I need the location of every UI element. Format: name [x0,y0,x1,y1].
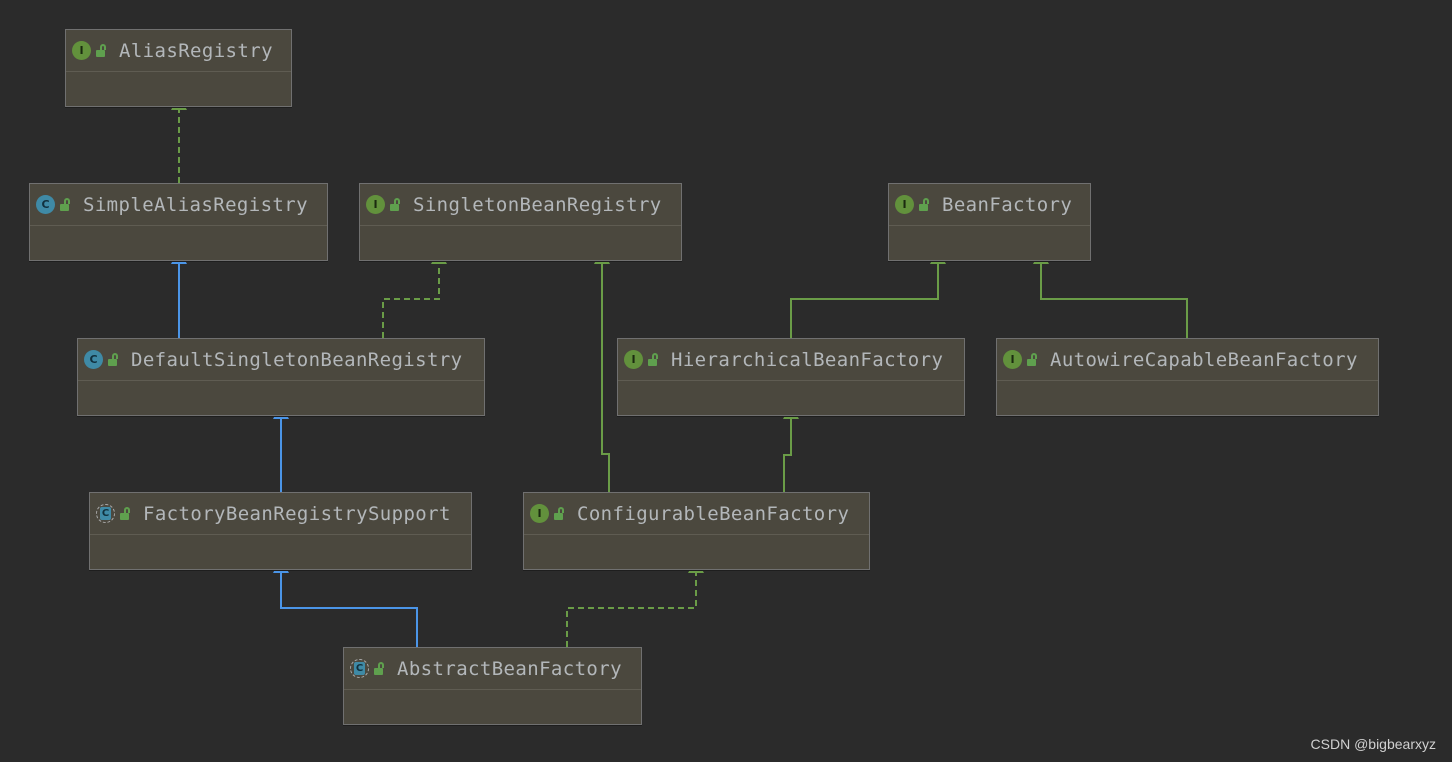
node-label: ConfigurableBeanFactory [577,502,850,525]
node-label: HierarchicalBeanFactory [671,348,944,371]
node-header: C FactoryBeanRegistrySupport [90,493,471,535]
node-header: C SimpleAliasRegistry [30,184,327,226]
public-access-icon [108,352,120,367]
interface-icon: I [1003,350,1022,369]
interface-icon: I [366,195,385,214]
node-label: SingletonBeanRegistry [413,193,662,216]
node-label: AliasRegistry [119,39,273,62]
edge-configurable-bean-factory-to-singleton-bean-registry [594,249,610,492]
node-autowire-capable-bean-factory[interactable]: I AutowireCapableBeanFactory [996,338,1379,416]
watermark: CSDN @bigbearxyz [1310,736,1436,752]
class-icon: C [36,195,55,214]
node-label: AbstractBeanFactory [397,657,622,680]
public-access-icon [120,506,132,521]
node-header: I AutowireCapableBeanFactory [997,339,1378,381]
node-configurable-bean-factory[interactable]: I ConfigurableBeanFactory [523,492,870,570]
edge-autowire-capable-bean-factory-to-bean-factory [1033,249,1188,338]
class-icon: C [84,350,103,369]
node-header: I BeanFactory [889,184,1090,226]
node-label: AutowireCapableBeanFactory [1050,348,1358,371]
node-header: I ConfigurableBeanFactory [524,493,869,535]
node-label: BeanFactory [942,193,1073,216]
node-label: DefaultSingletonBeanRegistry [131,348,463,371]
node-factory-bean-registry-support[interactable]: C FactoryBeanRegistrySupport [89,492,472,570]
node-hierarchical-bean-factory[interactable]: I HierarchicalBeanFactory [617,338,965,416]
node-bean-factory[interactable]: I BeanFactory [888,183,1091,261]
public-access-icon [374,661,386,676]
node-abstract-bean-factory[interactable]: C AbstractBeanFactory [343,647,642,725]
node-simple-alias-registry[interactable]: C SimpleAliasRegistry [29,183,328,261]
public-access-icon [96,43,108,58]
public-access-icon [919,197,931,212]
node-header: I SingletonBeanRegistry [360,184,681,226]
node-header: C AbstractBeanFactory [344,648,641,690]
public-access-icon [60,197,72,212]
node-label: FactoryBeanRegistrySupport [143,502,451,525]
abstract-class-glyph: C [354,662,365,675]
node-singleton-bean-registry[interactable]: I SingletonBeanRegistry [359,183,682,261]
abstract-class-glyph: C [100,507,111,520]
abstract-class-icon: C [350,659,369,678]
node-header: C DefaultSingletonBeanRegistry [78,339,484,381]
edge-configurable-bean-factory-to-hierarchical-bean-factory [783,404,799,492]
public-access-icon [554,506,566,521]
interface-icon: I [530,504,549,523]
edge-abstract-bean-factory-to-configurable-bean-factory [566,558,704,647]
edge-hierarchical-bean-factory-to-bean-factory [790,249,946,338]
public-access-icon [390,197,402,212]
node-header: I AliasRegistry [66,30,291,72]
interface-icon: I [72,41,91,60]
interface-icon: I [624,350,643,369]
public-access-icon [648,352,660,367]
interface-icon: I [895,195,914,214]
node-alias-registry[interactable]: I AliasRegistry [65,29,292,107]
public-access-icon [1027,352,1039,367]
node-label: SimpleAliasRegistry [83,193,308,216]
edge-default-singleton-bean-registry-to-singleton-bean-registry [382,249,447,338]
edge-abstract-bean-factory-to-factory-bean-registry-support [273,558,418,647]
node-header: I HierarchicalBeanFactory [618,339,964,381]
abstract-class-icon: C [96,504,115,523]
node-default-singleton-bean-registry[interactable]: C DefaultSingletonBeanRegistry [77,338,485,416]
